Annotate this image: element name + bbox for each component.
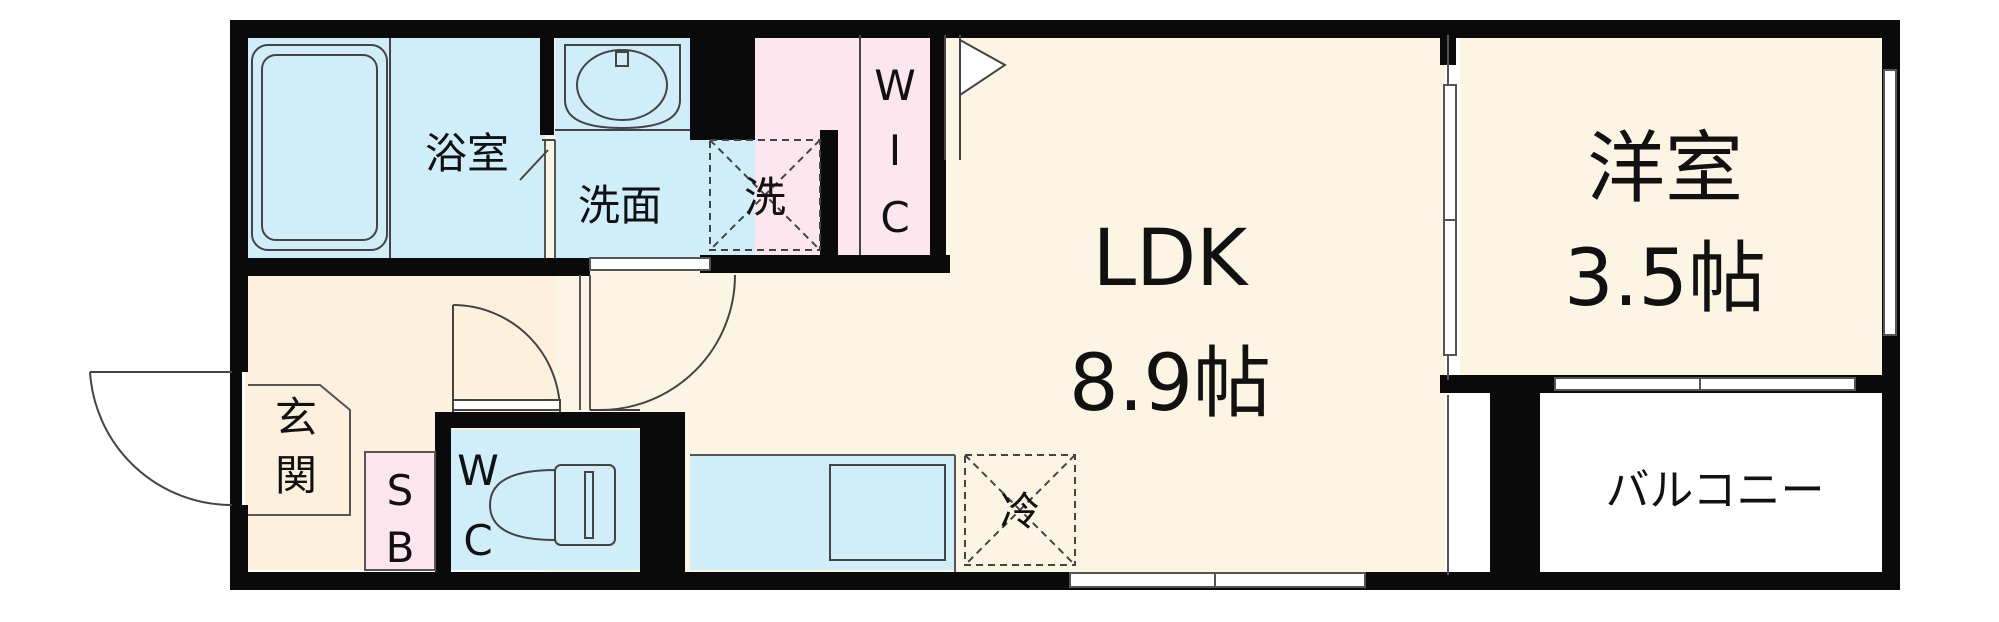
wc-letter-c: C <box>463 516 492 565</box>
wic-letter-w: W <box>874 61 916 110</box>
window-washroom <box>589 257 711 271</box>
toilet-icon <box>488 464 616 546</box>
wall-left-upper <box>230 20 248 372</box>
sb-letter-b: B <box>386 523 415 572</box>
wall-wash-wic <box>690 35 755 140</box>
window-balcony-top <box>1554 377 1856 391</box>
wall-wic-right <box>930 35 946 273</box>
wall-top <box>230 20 1900 38</box>
window-bottom <box>1069 572 1366 588</box>
bath-door-diag <box>519 149 549 181</box>
windows <box>589 69 1897 588</box>
kitchen-counter-icon <box>829 464 946 561</box>
sb-box <box>364 451 436 571</box>
walls <box>230 20 1900 590</box>
fridge-label: 冷 <box>1000 489 1040 535</box>
wall-balcony-column <box>1490 390 1540 590</box>
entrance-char-1: 玄 <box>275 393 317 442</box>
ldk-name: LDK <box>1093 214 1250 304</box>
bathroom-label: 浴室 <box>425 129 509 178</box>
balcony-label: バルコニー <box>1605 465 1824 516</box>
wc-door-arc <box>452 304 561 413</box>
wc-letter-w: W <box>457 446 499 495</box>
sb-letter-s: S <box>387 466 414 515</box>
wic-door-flap <box>959 38 1007 97</box>
entrance-step <box>248 384 351 516</box>
wall-wc-right <box>640 412 685 590</box>
kitchen-counter-floor <box>690 455 955 570</box>
wall-wash-wic-post <box>820 130 838 270</box>
western-room-name: 洋室 <box>1587 124 1743 214</box>
wall-bath-bottom <box>230 258 590 276</box>
wic-letter-i: I <box>889 126 901 175</box>
washer-label: 洗 <box>744 173 786 222</box>
ldk-size: 8.9帖 <box>1069 339 1271 429</box>
washer-space-icon <box>709 139 821 251</box>
balcony-floor <box>1545 400 1890 580</box>
wall-left-lower <box>230 505 248 590</box>
wall-wc-left <box>435 412 451 590</box>
wall-entry-jamb <box>230 372 242 505</box>
wall-bottom <box>230 572 1900 590</box>
ldk-door-arc <box>599 274 736 411</box>
sb-floor <box>365 452 435 570</box>
bathtub-icon <box>251 44 388 251</box>
washroom-label: 洗面 <box>578 181 662 230</box>
wall-bath-wash <box>540 35 554 135</box>
floors <box>245 35 1890 585</box>
entrance-char-2: 関 <box>275 451 317 500</box>
window-western-right <box>1883 69 1897 336</box>
fixtures <box>251 35 1076 566</box>
doors <box>89 35 1007 507</box>
wic-floor <box>755 35 945 270</box>
wc-door-threshold <box>452 399 561 411</box>
wic-letter-c: C <box>880 193 909 242</box>
fridge-space-icon <box>964 454 1076 566</box>
western-room-size: 3.5帖 <box>1564 234 1766 324</box>
labels: LDK 8.9帖 洋室 3.5帖 浴室 洗面 洗 W I C 玄 関 S B W… <box>275 61 1825 572</box>
wall-wc-top <box>435 412 685 428</box>
sink-icon <box>555 44 690 131</box>
entrance-door-arc <box>89 371 233 507</box>
western-room-floor <box>1460 35 1890 380</box>
